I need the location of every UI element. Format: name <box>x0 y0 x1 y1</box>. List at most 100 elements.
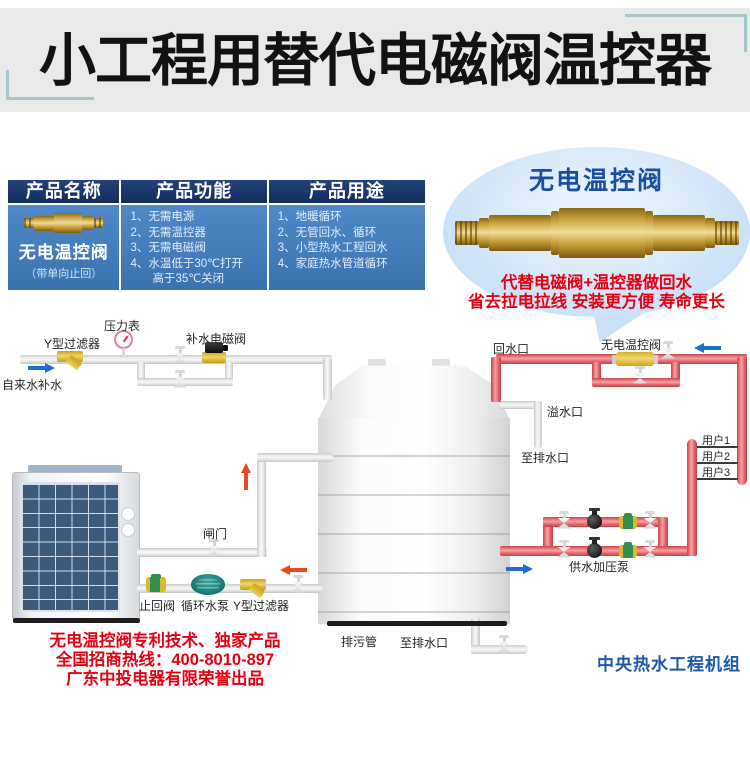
heat-pump-knob <box>121 507 135 521</box>
title-banner: 小工程用替代电磁阀温控器 <box>0 8 750 112</box>
valve-center-icon <box>558 208 645 258</box>
function-item: 1、无需电源 <box>130 211 195 223</box>
pipe-makeup-drop <box>323 358 332 400</box>
heat-pump-knob <box>121 523 135 537</box>
booster-pump-icon <box>587 508 602 529</box>
pipe-sewage-v <box>471 618 480 652</box>
label-gate-valve: 闸门 <box>203 527 228 541</box>
unit-caption: 中央热水工程机组 <box>597 655 741 674</box>
label-check-valve: 止回阀 <box>139 599 176 613</box>
tank-base <box>327 621 507 626</box>
heat-pump-coil-panel <box>20 482 120 612</box>
use-item: 2、无管回水、循环 <box>277 226 377 239</box>
label-user-2: 用户2 <box>702 451 731 463</box>
valve-neck-icon <box>704 218 715 248</box>
table-cell-uses: 1、地暖循环 2、无管回水、循环 3、小型热水工程回水 4、家庭热水管道循环 <box>268 205 425 290</box>
valve-body-icon <box>34 215 55 231</box>
product-name-note: （带单向止回） <box>25 268 103 280</box>
pipe-overflow-h <box>500 401 542 409</box>
bubble-title: 无电温控阀 <box>528 167 664 195</box>
use-item: 3、小型热水工程回水 <box>277 242 388 254</box>
gate-valve-icon <box>206 539 222 557</box>
pipe-hp-riser <box>257 457 266 557</box>
tank-top-nub <box>368 359 386 368</box>
pipe-sewage-h <box>471 645 528 654</box>
pipe-return-drop <box>491 357 501 402</box>
circulation-pump-icon <box>191 574 225 595</box>
pipe-makeup-bypass <box>137 378 233 386</box>
label-circulation-pump: 循环水泵 <box>181 599 230 613</box>
product-name: 无电温控阀 <box>18 243 109 262</box>
label-user-3: 用户3 <box>702 467 731 479</box>
footer-line-3: 广东中投电器有限荣誉出品 <box>66 670 264 688</box>
valve-body-icon <box>82 216 95 230</box>
gate-valve-icon <box>496 635 512 653</box>
user-line-2 <box>697 462 738 464</box>
valve-flange-icon <box>550 211 559 255</box>
valve-thread-icon <box>94 218 104 228</box>
pipe-supply-elbow-right <box>658 517 668 556</box>
function-item: 3、无需电磁阀 <box>130 242 206 254</box>
tank-top-nub <box>432 359 450 368</box>
table-header-function: 产品功能 <box>121 180 267 203</box>
function-item: 4、水温低于30℃打开 <box>130 257 244 270</box>
label-tap-water: 自来水补水 <box>2 378 63 392</box>
label-to-drain-bottom: 至排水口 <box>400 636 449 650</box>
booster-pump-icon <box>587 537 602 558</box>
pipe-user-riser <box>687 439 697 556</box>
pipe-hp-out <box>137 548 267 557</box>
table-header-row: 产品名称 产品功能 产品用途 <box>8 180 425 203</box>
check-valve-icon <box>619 513 637 529</box>
check-valve-icon <box>146 574 166 592</box>
pipe-supply-upper-branch <box>543 517 668 527</box>
check-valve-icon <box>619 542 637 558</box>
gate-valve-icon <box>172 346 188 364</box>
flow-arrow-supply <box>506 564 534 574</box>
table-header-use: 产品用途 <box>268 180 425 203</box>
valve-neck-icon <box>478 218 489 248</box>
page-title: 小工程用替代电磁阀温控器 <box>39 29 712 93</box>
valve-center-icon <box>54 213 83 233</box>
flow-arrow-up <box>241 463 251 491</box>
pipe-tvalve-bypass-left <box>592 362 601 385</box>
gate-valve-icon <box>642 511 658 529</box>
table-body-row: 无电温控阀 （带单向止回） 1、无需电源 2、无需温控器 3、无需电磁阀 4、水… <box>8 205 425 290</box>
table-header-name: 产品名称 <box>8 180 120 203</box>
function-item: 高于35℃关闭 <box>152 273 225 285</box>
water-tank <box>318 418 510 624</box>
function-item: 2、无需温控器 <box>130 226 206 239</box>
gate-valve-icon <box>556 540 572 558</box>
valve-barrel-icon <box>488 215 551 251</box>
footer-promo: 无电温控阀专利技术、独家产品 全国招商热线：400-8010-897 广东中投电… <box>10 632 320 689</box>
table-cell-product: 无电温控阀 （带单向止回） <box>8 205 120 290</box>
user-line-3 <box>697 478 738 480</box>
label-thermostat-valve: 无电温控阀 <box>601 338 662 352</box>
brass-valve-image <box>450 197 743 269</box>
label-user-1: 用户1 <box>702 435 731 447</box>
gate-valve-icon <box>172 370 188 388</box>
label-y-filter-bottom: Y型过滤器 <box>233 599 290 613</box>
label-makeup-solenoid: 补水电磁阀 <box>186 332 247 346</box>
footer-line-1: 无电温控阀专利技术、独家产品 <box>49 632 281 650</box>
brass-valve-thumbnail <box>8 211 119 235</box>
heat-pump-base <box>13 618 140 623</box>
use-item: 1、地暖循环 <box>277 211 342 223</box>
product-table: 产品名称 产品功能 产品用途 无电温控阀 （带单向止回） 1、无需电源 2、无 <box>8 180 425 290</box>
valve-flange-icon <box>644 211 653 255</box>
label-sewage-pipe: 排污管 <box>341 635 378 649</box>
benefit-line-1: 代替电磁阀+温控器做回水 <box>500 274 693 292</box>
label-to-drain-right: 至排水口 <box>521 451 570 465</box>
pipe-makeup-bypass-left <box>137 362 145 384</box>
heat-pump-top-bar <box>28 465 122 474</box>
flow-arrow-circulation <box>280 565 308 575</box>
corner-bracket-top-right-side <box>744 14 747 52</box>
table-cell-functions: 1、无需电源 2、无需温控器 3、无需电磁阀 4、水温低于30℃打开 高于35℃… <box>121 205 267 290</box>
gate-valve-icon <box>660 341 676 359</box>
gate-valve-icon <box>290 575 306 593</box>
pipe-makeup-bypass-right <box>225 362 233 384</box>
pipe-hp-return <box>137 584 322 593</box>
pipe-tvalve-bypass-right <box>671 362 680 385</box>
label-supply-pump: 供水加压泵 <box>569 560 630 574</box>
label-y-filter-top: Y型过滤器 <box>44 337 101 351</box>
